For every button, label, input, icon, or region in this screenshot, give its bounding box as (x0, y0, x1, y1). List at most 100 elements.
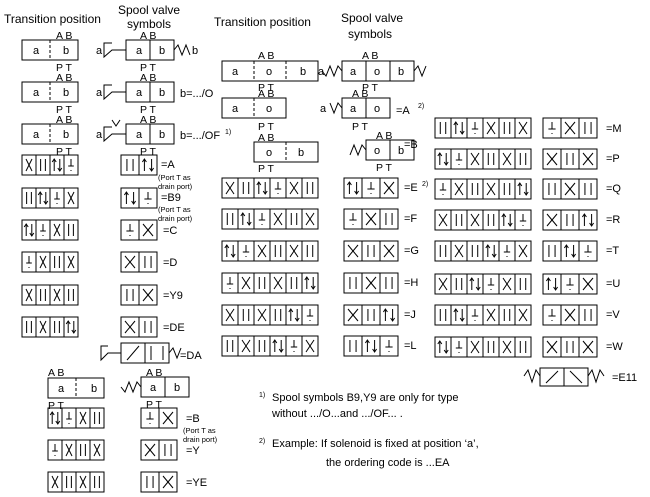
code-h: =H (404, 277, 418, 289)
code-f: =F (404, 213, 417, 225)
mid-spool-label-o-box-1: o (374, 66, 380, 78)
port-pt-1: P T (56, 62, 73, 74)
footnote-1-mark: 1) (259, 392, 265, 399)
code-c: =C (163, 225, 177, 237)
label-a-2: a (33, 87, 40, 99)
mid-label-a-2: a (232, 103, 239, 115)
transition-symbol-right (434, 117, 532, 139)
spool-symbol-right (542, 148, 598, 170)
mid-spool-label-a-box-2: a (350, 103, 357, 115)
spool-symbol-right (542, 117, 598, 139)
spool-symbol-right (542, 336, 598, 358)
mid-port-ab-1: A B (258, 50, 274, 62)
code-o: b=.../O (180, 88, 214, 100)
heading-spool-mid-1: Spool valve (341, 11, 403, 25)
code-a: =A (161, 159, 175, 171)
mid-spool-label-a-2: a (320, 103, 327, 115)
transition-symbol-lower (47, 439, 105, 461)
port-pt-2: P T (56, 104, 73, 116)
code-j: =J (404, 309, 416, 321)
mid-label-o-1: o (266, 66, 272, 78)
transition-symbol-right (434, 240, 532, 262)
spool-label-b-lower: b (174, 382, 180, 394)
spool-label-b-box-1: b (159, 45, 165, 57)
port-ab-2: A B (56, 72, 72, 84)
mid-port-pt-3: P T (258, 163, 275, 175)
code-p: =P (606, 153, 620, 165)
spool-port-pt-lower: P T (146, 399, 163, 411)
mid-spool-label-a-box-1: a (350, 66, 357, 78)
code-b-mid: =B (404, 139, 418, 151)
spool-label-b-1: b (192, 45, 198, 57)
transition-symbol-left (21, 187, 79, 209)
transition-symbol-right (434, 148, 532, 170)
code-l: =L (404, 340, 417, 352)
mid-port-pt-1: P T (258, 82, 275, 94)
spool-symbol-left (120, 219, 158, 241)
heading-spool-left-2: symbols (127, 17, 171, 31)
code-e-sup: 2) (422, 181, 428, 188)
drain-note-b9-1: (Port T as (158, 205, 191, 214)
code-b: =B (186, 413, 200, 425)
mid-spool-label-a-1: a (318, 66, 325, 78)
code-g: =G (404, 245, 419, 257)
spool-symbol-mid (343, 304, 399, 326)
spool-symbol-right (542, 209, 598, 231)
spool-label-a-box-3: a (136, 129, 143, 141)
transition-symbol-left (21, 316, 79, 338)
label-a-3: a (33, 129, 40, 141)
spool-symbol-lower (140, 439, 178, 461)
code-u: =U (606, 278, 620, 290)
spool-symbol-mid (343, 208, 399, 230)
mid-spool-label-o-box-3: o (374, 145, 380, 157)
spool-port-ab-1: A B (140, 30, 156, 42)
spool-symbol-right (542, 240, 598, 262)
transition-symbol-mid (221, 272, 319, 294)
spool-symbol-mid (343, 177, 399, 199)
heading-transition-mid: Transition position (214, 15, 311, 29)
e11-symbol (523, 367, 605, 387)
transition-symbol-left (21, 154, 79, 176)
code-t: =T (606, 245, 619, 257)
code-y: =Y (186, 445, 200, 457)
label-a-1: a (33, 45, 40, 57)
code-r: =R (606, 214, 620, 226)
spool-symbol-left (120, 316, 158, 338)
transition-symbol-mid (221, 335, 319, 357)
heading-transition-left: Transition position (4, 12, 101, 26)
label-a-lower: a (58, 383, 65, 395)
spool-label-a-1: a (96, 45, 103, 57)
mid-spool-port-ab-1: A B (362, 50, 378, 62)
drain-note-b-1: (Port T as (183, 426, 216, 435)
spool-symbol-left (120, 284, 158, 306)
port-pt-lower: P T (48, 400, 65, 412)
code-q: =Q (606, 183, 621, 195)
port-ab-3: A B (56, 114, 72, 126)
spool-symbol-left (120, 187, 158, 209)
mid-spool-label-o-box-2: o (374, 103, 380, 115)
transition-symbol-lower (47, 471, 105, 493)
transition-symbol-right (434, 209, 532, 231)
mid-port-pt-2: P T (258, 121, 275, 133)
code-b9: =B9 (161, 192, 181, 204)
code-a-mid: =A (396, 105, 410, 117)
code-d: =D (163, 257, 177, 269)
code-v: =V (606, 309, 620, 321)
code-y9: =Y9 (163, 290, 183, 302)
valve-three-pos-1 (221, 60, 319, 82)
label-b-3: b (63, 129, 69, 141)
label-b-lower: b (91, 383, 97, 395)
footnote-1-line-1: Spool symbols B9,Y9 are only for type (272, 392, 458, 404)
spool-port-pt-3: P T (140, 146, 157, 158)
spool-label-b-box-2: b (159, 87, 165, 99)
code-w: =W (606, 341, 623, 353)
drain-note-b9-2: drain port) (158, 214, 193, 223)
mid-spool-label-b-box-3: b (398, 145, 404, 157)
transition-symbol-mid (221, 304, 319, 326)
code-ye: =YE (186, 477, 207, 489)
mid-label-b-3: b (298, 147, 304, 159)
transition-symbol-right (434, 273, 532, 295)
mid-spool-port-pt-3: P T (376, 162, 393, 174)
transition-symbol-right (434, 304, 532, 326)
